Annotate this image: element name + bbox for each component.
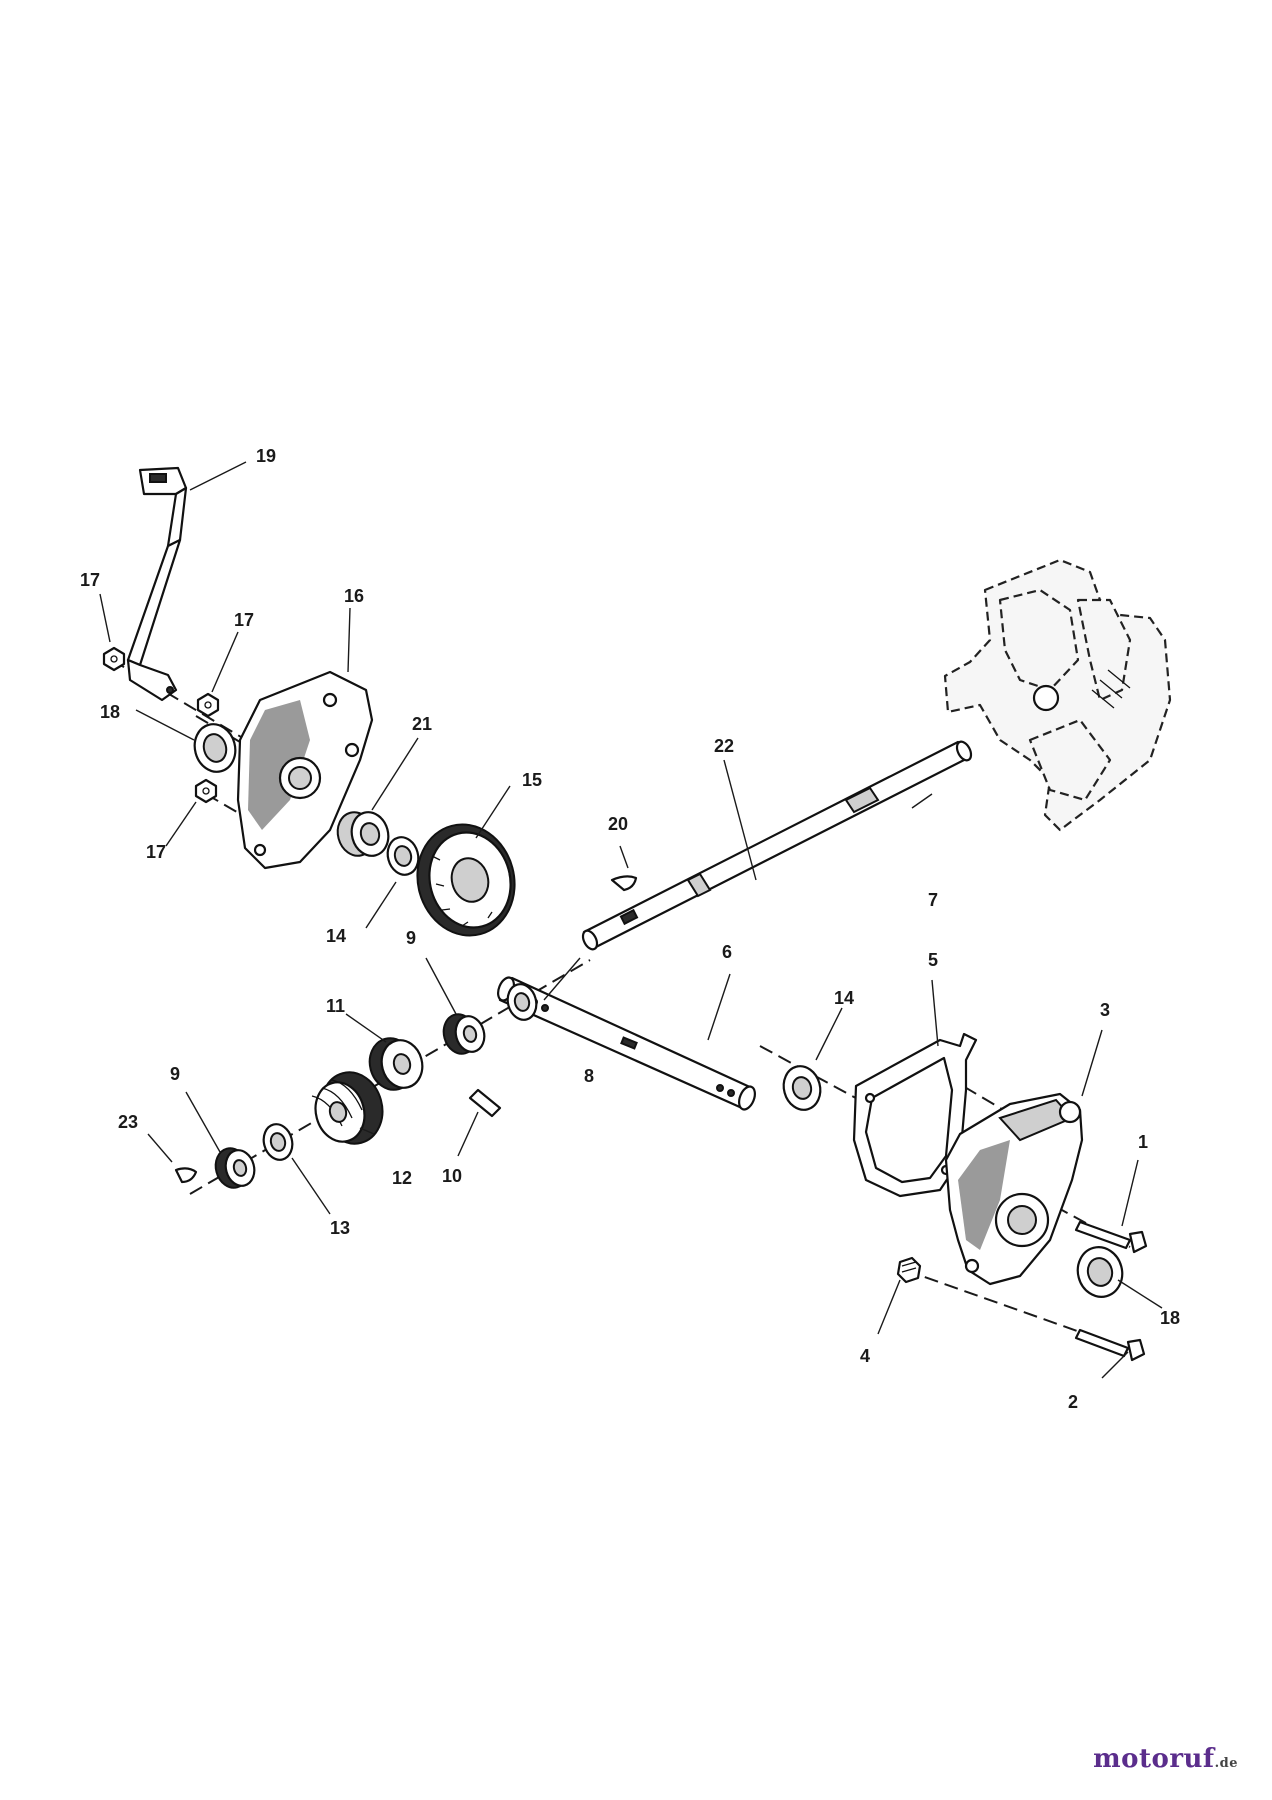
- callout-2: 2: [1068, 1392, 1078, 1412]
- part-14-washer-left: [386, 836, 420, 876]
- brand-watermark: motoruf.de: [1093, 1744, 1238, 1774]
- callout-17-bottom-left: 17: [146, 842, 166, 862]
- callout-23: 23: [118, 1112, 138, 1132]
- callout-19: 19: [256, 446, 276, 466]
- part-5-gasket: [852, 1032, 978, 1198]
- callout-3: 3: [1100, 1000, 1110, 1020]
- callout-22: 22: [714, 736, 734, 756]
- part-18-seals: [193, 723, 1124, 1298]
- callout-9-lower: 9: [170, 1064, 180, 1084]
- part-8-washer: [506, 983, 538, 1021]
- callout-6: 6: [722, 942, 732, 962]
- brand-tld: .de: [1214, 1756, 1238, 1771]
- part-17-nuts: [102, 646, 220, 804]
- part-4-plug: [896, 1256, 922, 1284]
- part-2-bolt: [1074, 1328, 1146, 1362]
- callout-1: 1: [1138, 1132, 1148, 1152]
- brand-name: motoruf: [1093, 1744, 1215, 1774]
- part-9-bushing-upper: [442, 1013, 486, 1055]
- callout-9-upper: 9: [406, 928, 416, 948]
- callout-4: 4: [860, 1346, 870, 1366]
- callout-15: 15: [522, 770, 542, 790]
- part-9-bushing-lower: [214, 1147, 256, 1189]
- part-1-bolt: [1074, 1220, 1148, 1254]
- callout-labels: 19 17 17 16 21 18 17 15 14 22 20 7 6 5 1…: [80, 446, 1180, 1412]
- callout-16: 16: [344, 586, 364, 606]
- callout-13: 13: [330, 1218, 350, 1238]
- callout-11: 11: [326, 996, 345, 1016]
- impeller-phantom: [943, 558, 1172, 832]
- part-21-bushing: [336, 811, 390, 857]
- part-19-lever: [126, 466, 188, 702]
- leader-lines: [99, 461, 1163, 1379]
- part-23-key: [174, 1167, 198, 1184]
- part-12-worm: [311, 1071, 384, 1145]
- part-13-washer: [262, 1123, 294, 1161]
- part-3-housing-right: [944, 1092, 1084, 1286]
- part-15-worm-gear: [416, 823, 516, 937]
- part-10-pin: [468, 1088, 502, 1118]
- part-14-washer-right: [782, 1065, 822, 1111]
- part-20-key: [610, 875, 638, 892]
- callout-18-left: 18: [100, 702, 120, 722]
- part-6-shaft: [497, 976, 756, 1111]
- callout-7: 7: [928, 890, 938, 910]
- part-22-shaft: [581, 740, 973, 951]
- callout-8: 8: [584, 1066, 594, 1086]
- callout-14-left: 14: [326, 926, 346, 946]
- part-11-collar: [368, 1037, 424, 1091]
- callout-20: 20: [608, 814, 628, 834]
- callout-18-right: 18: [1160, 1308, 1180, 1328]
- part-16-housing-left: [236, 670, 374, 870]
- callout-10: 10: [442, 1166, 462, 1186]
- callout-12: 12: [392, 1168, 412, 1188]
- callout-17-top-center: 17: [234, 610, 254, 630]
- callout-21: 21: [412, 714, 432, 734]
- callout-14-right: 14: [834, 988, 854, 1008]
- callout-5: 5: [928, 950, 938, 970]
- callout-17-top-left: 17: [80, 570, 100, 590]
